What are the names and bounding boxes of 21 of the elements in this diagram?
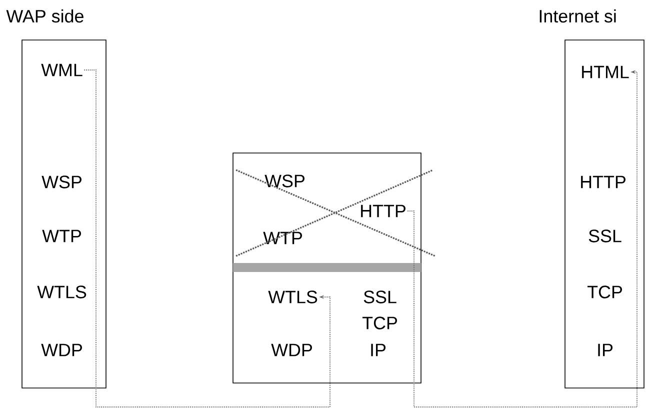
arrow: [84, 70, 330, 408]
protocol-label: HTTP: [361, 204, 406, 218]
protocol-label: TCP: [587, 286, 622, 298]
protocol-label: WSP: [264, 174, 304, 188]
protocol-label: IP: [371, 344, 386, 356]
protocol-label: IP: [598, 344, 613, 356]
protocol-label: TCP: [362, 316, 397, 330]
node-label: Internet si: [540, 9, 616, 23]
protocol-label: WSP: [42, 176, 82, 188]
protocol-label: WTP: [42, 230, 81, 242]
protocol-box: [232, 152, 422, 384]
protocol-label: HTML: [582, 66, 629, 78]
protocol-label: WML: [41, 64, 82, 76]
protocol-label: SSL: [364, 290, 396, 304]
protocol-label: HTTP: [581, 176, 626, 188]
protocol-label: WTLS: [37, 286, 86, 298]
protocol-label: WTLS: [268, 290, 318, 304]
node-label: WAP side: [6, 9, 84, 23]
protocol-label: SSL: [588, 230, 622, 242]
protocol-label: WDP: [271, 344, 312, 356]
protocol-label: WDP: [41, 344, 82, 356]
